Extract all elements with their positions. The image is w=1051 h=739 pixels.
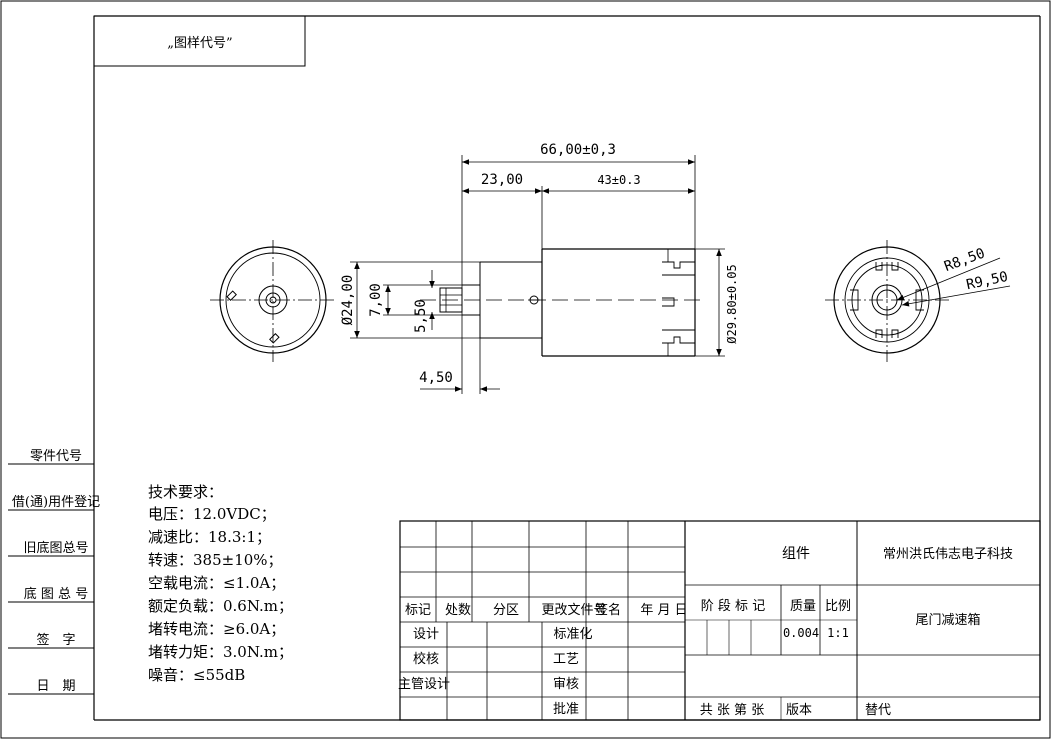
- company-name: 常州洪氏伟志电子科技: [883, 547, 1013, 562]
- shaft-diameter-dim: 5,50: [413, 299, 429, 333]
- review-label: 审核: [553, 677, 579, 692]
- side-view-dimension-text: 66,00±0,3 23,00 43±0.3 Ø24,00 7,00 5,50 …: [340, 142, 739, 386]
- stage-mark-label: 阶 段 标 记: [701, 599, 765, 614]
- side-view: [420, 248, 705, 357]
- body-length-dim: 43±0.3: [597, 173, 640, 187]
- tech-req-line: 额定负载：0.6N.m；: [148, 597, 293, 615]
- part-code-label: 零件代号: [30, 449, 82, 464]
- chief-design-label: 主管设计: [398, 677, 450, 692]
- rev-header-mark: 标记: [405, 603, 431, 618]
- title-block-text: 标记 处数 分区 更改文件号 签名 年 月 日 设计 标准化 校核 工艺 主管设…: [398, 546, 1013, 718]
- check-label: 校核: [413, 651, 439, 667]
- sheet-count: 共 张 第 张: [700, 703, 764, 718]
- old-drawing-label: 旧底图总号: [23, 540, 88, 556]
- tech-req-title: 技术要求：: [148, 483, 223, 501]
- side-labels: 零件代号 借(通)用件登记 旧底图总号 底 图 总 号 签 字 日 期: [8, 449, 100, 695]
- drawing-code-box: „图样代号”: [93, 15, 306, 67]
- mass-value: 0.004: [783, 626, 819, 640]
- tech-req-line: 噪音：≤55dB: [148, 666, 245, 684]
- replace-label: 替代: [865, 703, 891, 718]
- motor-diameter-dim: Ø29.80±0.05: [725, 264, 739, 343]
- rev-header-date: 年 月 日: [640, 603, 687, 618]
- tech-req-line: 堵转电流：≥6.0A；: [148, 620, 285, 638]
- drawing-code-label: „图样代号”: [167, 36, 232, 51]
- rev-header-doc: 更改文件号: [541, 603, 606, 618]
- hub-diameter-dim: 7,00: [368, 283, 384, 317]
- process-label: 工艺: [553, 652, 579, 667]
- signature-label: 签 字: [36, 632, 75, 648]
- tech-req-line: 电压：12.0VDC；: [148, 505, 276, 523]
- overall-length-dim: 66,00±0,3: [540, 142, 616, 158]
- tech-req-line: 空载电流：≤1.0A；: [148, 574, 285, 592]
- side-view-dimensions: [350, 155, 725, 394]
- shaft-end-dim: 4,50: [419, 370, 453, 386]
- scale-value: 1:1: [827, 626, 849, 640]
- tech-req-line: 减速比：18.3:1；: [148, 528, 271, 546]
- base-drawing-label: 底 图 总 号: [24, 586, 88, 602]
- scale-label: 比例: [825, 599, 851, 614]
- assembly-label: 组件: [782, 546, 810, 562]
- design-label: 设计: [413, 627, 439, 642]
- rev-header-sign: 签名: [595, 602, 621, 618]
- rev-header-zone: 分区: [493, 603, 519, 618]
- tech-req-line: 堵转力矩：3.0N.m；: [148, 643, 293, 661]
- version-label: 版本: [786, 703, 812, 718]
- date-label: 日 期: [36, 679, 75, 694]
- part-name: 尾门减速箱: [915, 612, 980, 628]
- flange-diameter-dim: Ø24,00: [340, 275, 356, 326]
- tech-req-line: 转速：385±10%；: [148, 551, 283, 569]
- rev-header-count: 处数: [445, 603, 471, 618]
- right-end-view: [825, 240, 1011, 362]
- technical-requirements: 技术要求： 电压：12.0VDC； 减速比：18.3:1； 转速：385±10%…: [148, 483, 293, 684]
- borrowed-part-label: 借(通)用件登记: [12, 495, 100, 510]
- standardize-label: 标准化: [553, 627, 592, 642]
- left-end-view: [210, 240, 335, 362]
- title-block: [399, 520, 1041, 721]
- shaft-section-dim: 23,00: [481, 172, 523, 188]
- right-view-dimension-text: R8,50 R9,50: [942, 246, 1009, 294]
- approve-label: 批准: [553, 702, 579, 717]
- mass-label: 质量: [790, 599, 816, 614]
- inner-radius-dim: R8,50: [942, 246, 987, 275]
